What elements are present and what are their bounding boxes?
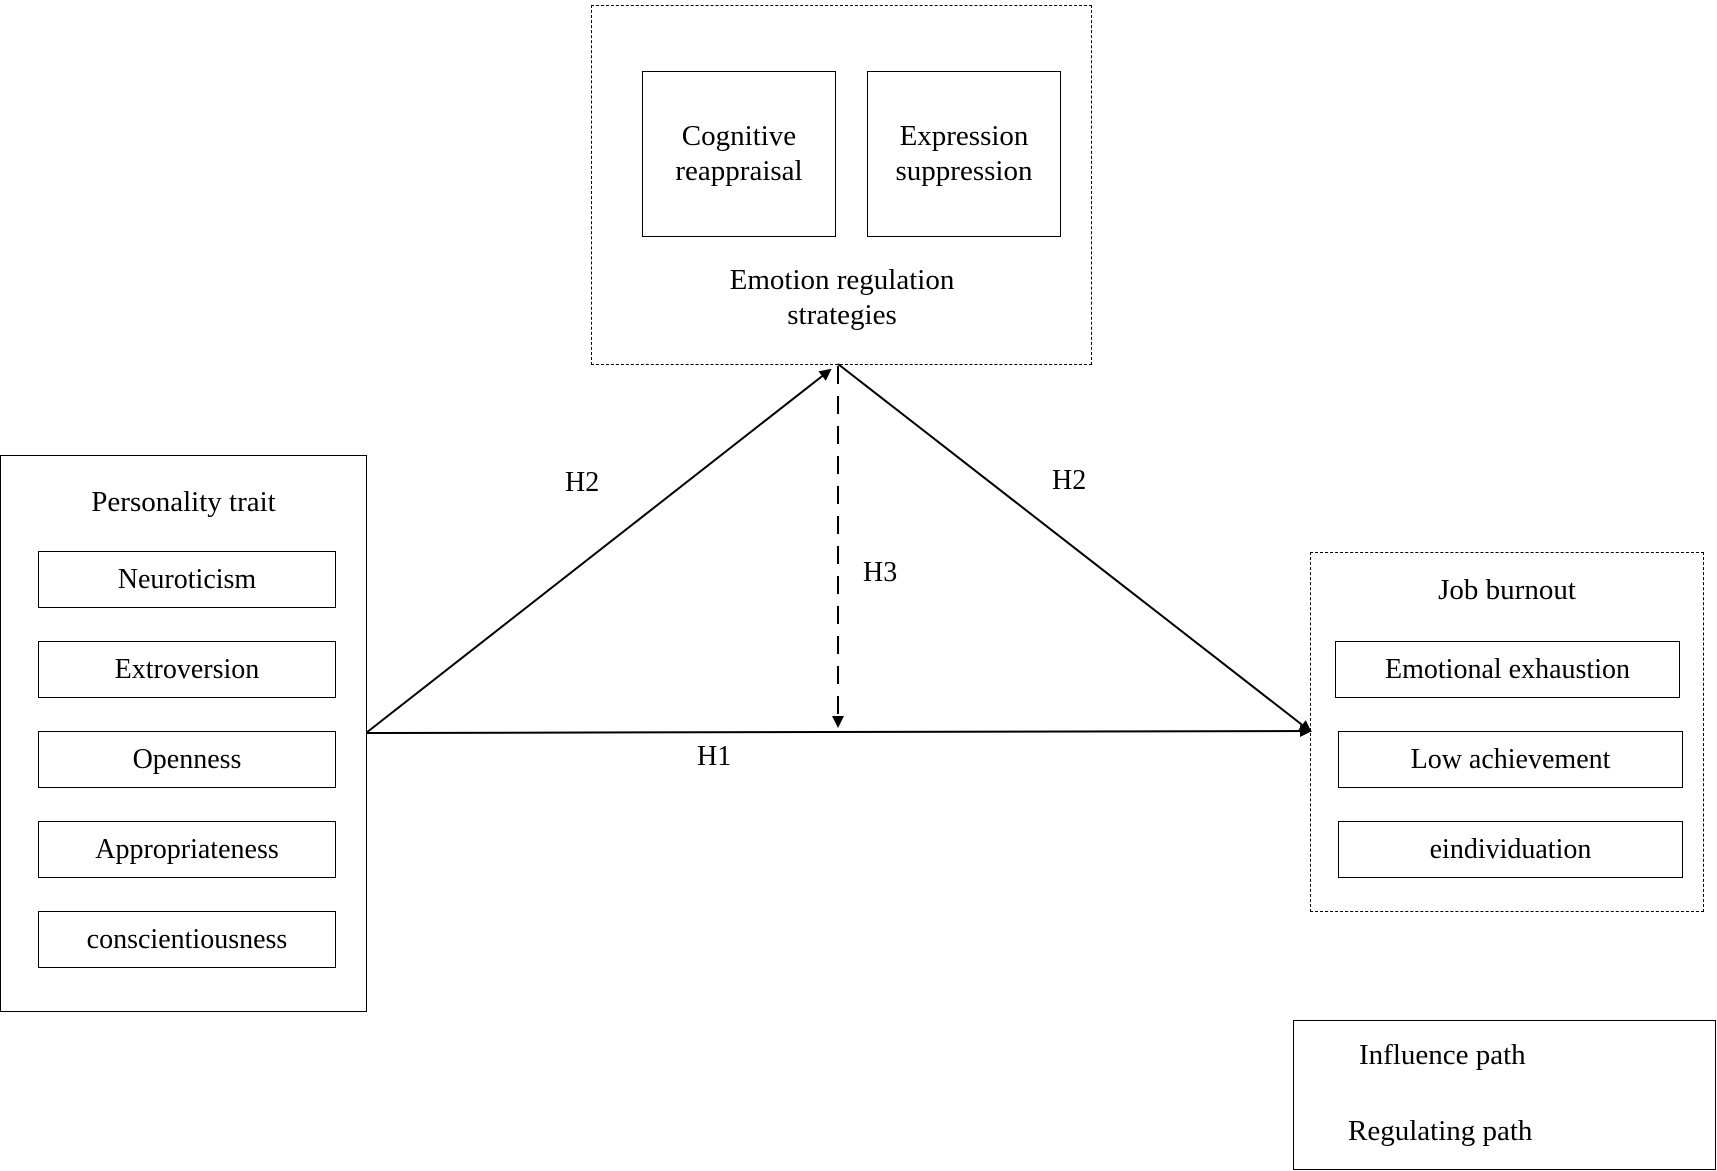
expression-suppression-box: Expression suppression — [867, 71, 1061, 237]
trait-extroversion: Extroversion — [38, 641, 336, 698]
burnout-eindividuation: eindividuation — [1338, 821, 1683, 878]
emotion-regulation-title: Emotion regulation strategies — [729, 264, 955, 331]
burnout-emotional-exhaustion: Emotional exhaustion — [1335, 641, 1680, 698]
h1-label: H1 — [697, 741, 732, 772]
legend-influence-label: Influence path — [1359, 1039, 1526, 1071]
trait-appropriateness: Appropriateness — [38, 821, 336, 878]
h2-right-label: H2 — [1052, 465, 1087, 496]
h2-left-arrow — [365, 368, 832, 734]
legend-regulating-label: Regulating path — [1348, 1115, 1533, 1147]
h2-left-label: H2 — [565, 467, 600, 498]
personality-trait-title: Personality trait — [91, 485, 276, 518]
job-burnout-container — [1310, 552, 1704, 912]
trait-neuroticism: Neuroticism — [38, 551, 336, 608]
expression-suppression-label: Expression suppression — [895, 120, 1033, 187]
trait-openness: Openness — [38, 731, 336, 788]
cognitive-reappraisal-box: Cognitive reappraisal — [642, 71, 836, 237]
h3-label: H3 — [863, 557, 898, 588]
emotion-regulation-container — [591, 5, 1092, 365]
h1-arrow — [365, 725, 1312, 738]
h2-right-arrow — [837, 363, 1312, 733]
burnout-low-achievement: Low achievement — [1338, 731, 1683, 788]
cognitive-reappraisal-label: Cognitive reappraisal — [675, 120, 803, 187]
job-burnout-title: Job burnout — [1438, 573, 1576, 606]
trait-conscientiousness: conscientiousness — [38, 911, 336, 968]
legend-box — [1293, 1020, 1716, 1170]
